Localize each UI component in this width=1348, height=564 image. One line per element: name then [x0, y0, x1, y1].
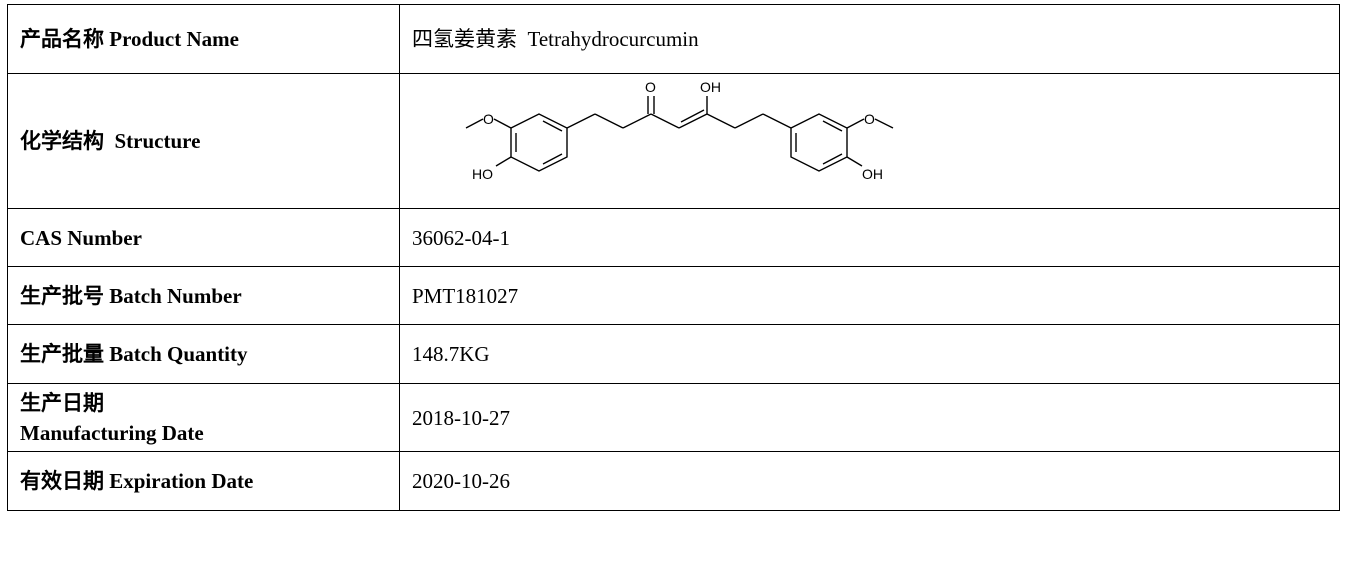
batch-number-value: PMT181027 [399, 266, 1340, 325]
manufacturing-date-label-en: Manufacturing Date [20, 420, 204, 445]
product-name-label: 产品名称 Product Name [7, 4, 400, 74]
expiration-date-label: 有效日期 Expiration Date [7, 451, 400, 511]
manufacturing-date-value: 2018-10-27 [399, 383, 1340, 452]
ring-right-double-2 [822, 119, 843, 132]
atom-oh-right: OH [862, 166, 883, 182]
ring-left-double-1 [542, 119, 563, 132]
bond-chain-8 [762, 112, 792, 129]
ring-right-double-3 [822, 152, 843, 165]
bond-methyl-right [874, 117, 894, 129]
atom-o-methoxy-left: O [483, 111, 494, 127]
bond-chain-5 [678, 112, 708, 129]
bond-methyl-left [465, 117, 484, 129]
manufacturing-date-label: 生产日期 Manufacturing Date [7, 383, 400, 452]
bond-o-ring-left [493, 117, 512, 129]
row-expiration-date: 有效日期 Expiration Date 2020-10-26 [7, 451, 1340, 511]
manufacturing-date-label-zh: 生产日期 [20, 390, 104, 415]
structure-cell: O HO O [399, 73, 1340, 209]
cas-number-value: 36062-04-1 [399, 208, 1340, 267]
chemical-structure-diagram: O HO O [465, 79, 894, 182]
bond-chain-7 [734, 112, 764, 129]
atom-oh-enol: OH [700, 79, 721, 95]
row-structure: 化学结构 Structure O HO [7, 73, 1340, 209]
ring-left-double-2 [542, 152, 563, 165]
cas-number-label: CAS Number [7, 208, 400, 267]
bond-chain-1 [566, 112, 596, 129]
atom-o-methoxy-right: O [864, 111, 875, 127]
batch-quantity-value: 148.7KG [399, 324, 1340, 384]
bond-chain-2 [594, 112, 624, 129]
bond-chain-6 [706, 112, 736, 129]
row-batch-quantity: 生产批量 Batch Quantity 148.7KG [7, 324, 1340, 384]
bond-ho-left [495, 155, 512, 167]
structure-label: 化学结构 Structure [7, 73, 400, 209]
ring-left [510, 112, 568, 172]
atom-o-ketone: O [645, 79, 656, 95]
product-spec-table: 产品名称 Product Name 四氢姜黄素 Tetrahydrocurcum… [7, 4, 1340, 511]
batch-number-label: 生产批号 Batch Number [7, 266, 400, 325]
bond-oh-right [846, 155, 863, 167]
bond-o-ring-right [846, 117, 865, 129]
product-name-value: 四氢姜黄素 Tetrahydrocurcumin [399, 4, 1340, 74]
bond-chain-3 [622, 112, 652, 129]
atom-ho-left: HO [472, 166, 493, 182]
ring-right [790, 112, 848, 172]
row-batch-number: 生产批号 Batch Number PMT181027 [7, 266, 1340, 325]
row-cas-number: CAS Number 36062-04-1 [7, 208, 1340, 267]
bond-chain-5-double [680, 108, 705, 123]
batch-quantity-label: 生产批量 Batch Quantity [7, 324, 400, 384]
row-product-name: 产品名称 Product Name 四氢姜黄素 Tetrahydrocurcum… [7, 4, 1340, 74]
row-manufacturing-date: 生产日期 Manufacturing Date 2018-10-27 [7, 383, 1340, 452]
bond-chain-4 [650, 112, 680, 129]
expiration-date-value: 2020-10-26 [399, 451, 1340, 511]
